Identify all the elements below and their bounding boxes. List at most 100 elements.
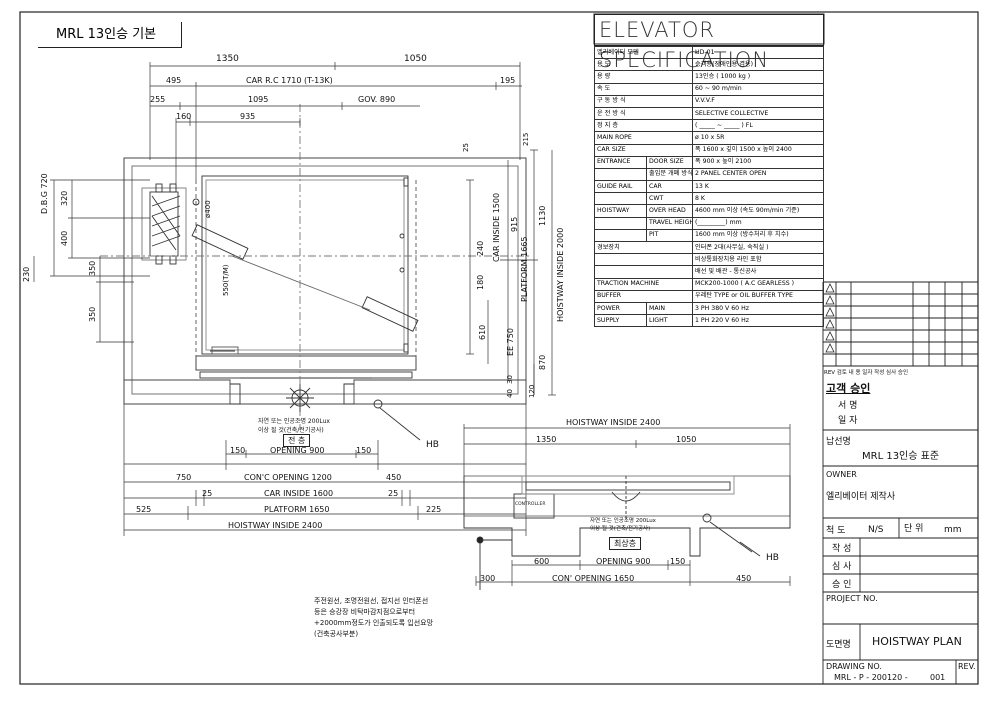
dim-240: 240 (476, 240, 485, 256)
dim-ee750: EE 750 (506, 328, 515, 356)
dim-platform-h: PLATFORM 1650 (264, 505, 330, 514)
spec-subkey: 출입문 개폐 방식 (646, 167, 693, 182)
spec-subkey: CAR (646, 180, 693, 194)
sheet-title: MRL 13인승 기본 (38, 22, 182, 48)
dim-935: 935 (240, 112, 256, 121)
spec-subkey: MAIN (646, 301, 693, 316)
spec-value: ( _____ ~ _____ ) FL (692, 119, 824, 133)
dim-255: 255 (150, 95, 166, 104)
dim-car-inside-v: CAR INSIDE 1500 (492, 192, 501, 262)
spec-key: MAIN ROPE (594, 131, 693, 145)
spec-value: (_________) mm (692, 216, 824, 230)
detail-dim-cons-opening: CON' OPENING 1650 (552, 574, 635, 583)
dim-dbg: D.B.G 720 (40, 173, 49, 214)
dim-350-a: 350 (88, 260, 97, 276)
dim-750: 750 (176, 473, 192, 482)
scale-value: N/S (868, 525, 884, 535)
owner-label: OWNER (826, 470, 857, 479)
spec-value: 8 K (692, 192, 824, 206)
dim-495: 495 (166, 76, 182, 85)
detail-dim-600: 600 (534, 557, 550, 566)
spec-key: GUIDE RAIL (594, 180, 647, 194)
spec-key (594, 265, 693, 279)
sign-label: 서 명 (838, 401, 858, 411)
spec-row: 배선 및 배관 - 통신공사 (594, 265, 824, 279)
spec-key: 속 도 (594, 82, 693, 96)
scale-label: 척 도 (826, 526, 846, 536)
dim-25-b: 25 (202, 489, 213, 498)
detail-dim-1050: 1050 (676, 435, 697, 444)
detail-dim-150: 150 (670, 557, 686, 566)
spec-key (594, 167, 647, 182)
spec-row: TRAVEL HEIGHT(_________) mm (594, 216, 824, 230)
dim-hoistway-v: HOISTWAY INSIDE 2000 (556, 227, 565, 322)
maker-label: 엘리베이터 제작사 (826, 492, 896, 502)
spec-value: MCK200-1000 ( A.C GEARLESS ) (692, 277, 824, 291)
hall-button-label-1: HB (426, 440, 439, 450)
spec-key (594, 192, 647, 206)
drawing-no-sheet: 001 (930, 673, 946, 682)
note-line-4: (건축공사부분) (314, 630, 359, 638)
dim-150-a: 150 (230, 446, 246, 455)
spec-key: 구 동 방 식 (594, 94, 693, 108)
dim-525: 525 (136, 505, 152, 514)
spec-key (594, 216, 647, 230)
floor-label-all: 전 층 (283, 434, 311, 447)
detail-lux-2: 이상 될 것(건축/전기공사) (590, 526, 651, 532)
spec-value: 배선 및 배관 - 통신공사 (692, 265, 824, 279)
dim-25: 25 (462, 143, 470, 152)
spec-key: 경보장치 (594, 240, 693, 255)
project-no-label: PROJECT NO. (826, 594, 878, 603)
dim-1130: 1130 (538, 205, 547, 226)
dim-car-rc: CAR R.C 1710 (T-13K) (246, 76, 333, 85)
spec-subkey: LIGHT (646, 314, 693, 328)
spec-key: SUPPLY (594, 314, 647, 328)
spec-value: 3 PH 380 V 60 Hz (692, 301, 824, 316)
dim-1095: 1095 (248, 95, 269, 104)
dim-215: 215 (522, 132, 530, 146)
dim-25-c: 25 (388, 489, 399, 498)
controller-label: CONTROLLER (515, 502, 546, 507)
spec-key: HOISTWAY (594, 204, 647, 218)
dim-platform-v: PLATFORM 1665 (520, 236, 529, 302)
spec-subkey: OVER HEAD (646, 204, 693, 218)
spec-key: BUFFER (594, 289, 693, 303)
dim-915: 915 (510, 216, 519, 232)
dim-195: 195 (500, 76, 516, 85)
spec-value: ø 10 x 5R (692, 131, 824, 145)
note-line-1: 주전원선, 조명전원선, 접지선 인터폰선 (314, 597, 429, 605)
spec-value: 폭 900 x 높이 2100 (692, 155, 824, 169)
dim-opening-900: OPENING 900 (270, 446, 325, 455)
site-name: MRL 13인승 표준 (862, 451, 940, 462)
dim-120: 120 (528, 384, 536, 398)
spec-key (594, 253, 693, 267)
spec-key: 정 지 층 (594, 119, 693, 133)
spec-subkey: TRAVEL HEIGHT (646, 216, 693, 230)
dim-150-b: 150 (356, 446, 372, 455)
spec-value: 13 K (692, 180, 824, 194)
note-line-3: +2000mm정도가 인출되도록 입선요망 (314, 619, 434, 627)
dim-car-inside-h: CAR INSIDE 1600 (264, 489, 334, 498)
detail-dim-hoistway: HOISTWAY INSIDE 2400 (566, 418, 661, 427)
dim-30: 30 (506, 375, 514, 384)
dim-1050: 1050 (404, 54, 427, 64)
approved-label: 승 인 (832, 580, 852, 590)
drawing-title: HOISTWAY PLAN (872, 635, 962, 648)
note-line-2: 등은 승강장 비탁마감지점으로부터 (314, 608, 416, 616)
detail-dim-1350: 1350 (536, 435, 557, 444)
dim-160: 160 (176, 112, 192, 121)
